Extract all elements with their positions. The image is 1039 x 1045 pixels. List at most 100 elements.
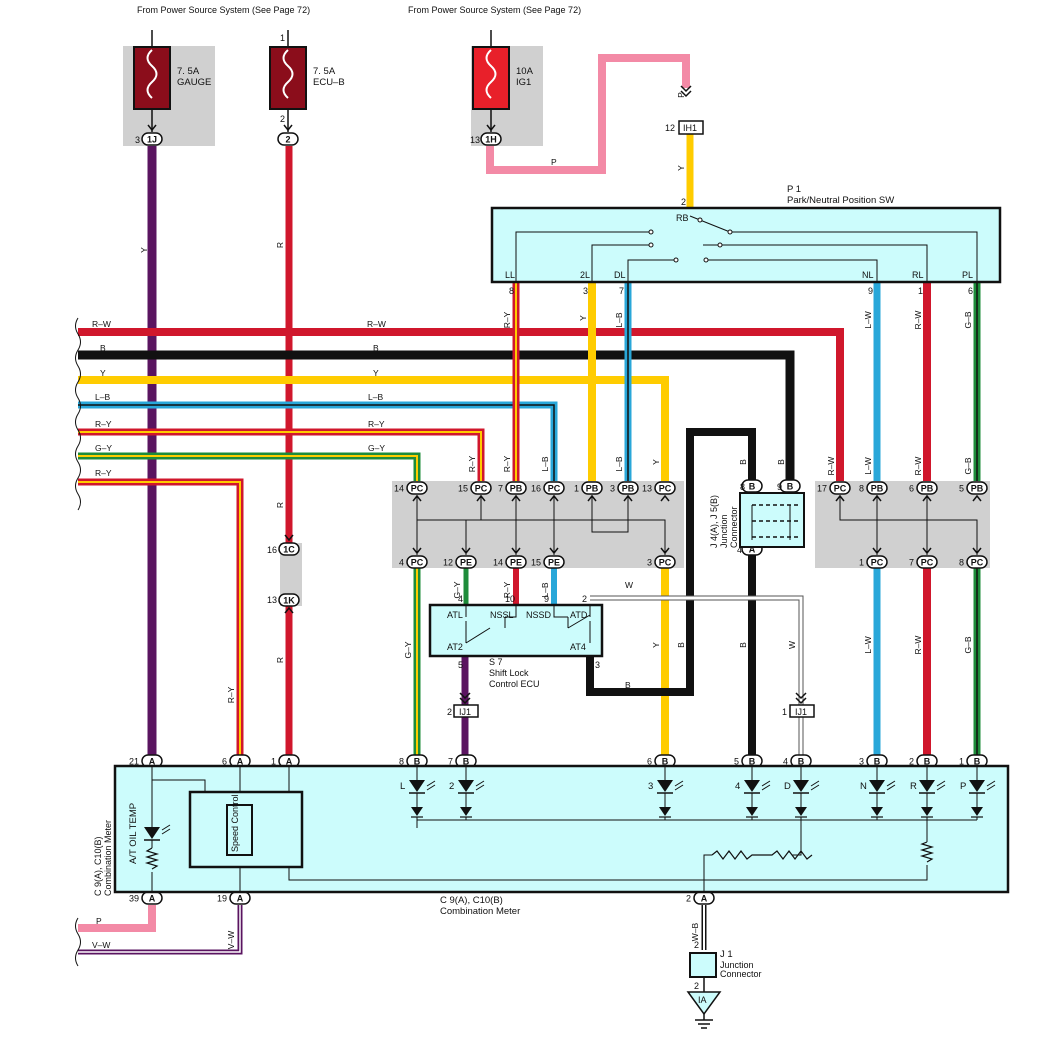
junction-left-top-6-tag: PC bbox=[659, 484, 672, 494]
junction-left-bottom-3-tag: PE bbox=[548, 558, 560, 568]
p1-term-rl: RL bbox=[912, 270, 924, 280]
harness-label-b: B bbox=[100, 343, 106, 353]
ih1-pin: 12 bbox=[665, 123, 675, 133]
j1-junction-connector: 2 2 J 1 Junction Connector IA bbox=[686, 940, 762, 1029]
arrow-down-icon bbox=[922, 547, 932, 555]
led-light-icon bbox=[475, 780, 485, 791]
gear-led-0: L bbox=[400, 766, 436, 820]
arrow-up-icon bbox=[587, 494, 597, 502]
wire-gy-h-stripe bbox=[78, 455, 418, 484]
ground-triangle bbox=[686, 991, 722, 1016]
bottom-wire-label-0: P bbox=[96, 916, 102, 926]
ground-ia: IA bbox=[698, 995, 707, 1005]
gear-led-2: 3 bbox=[648, 766, 684, 820]
p1-pin-in: 2 bbox=[681, 197, 686, 207]
arrow-up-icon bbox=[922, 494, 932, 502]
junction-right-bottom-0-tag: PC bbox=[871, 558, 884, 568]
s7-term-at4: AT4 bbox=[570, 642, 586, 652]
meter-top-pin-0-pin: 21 bbox=[129, 757, 139, 767]
junction-left-panel bbox=[392, 481, 684, 568]
vertical-wire-label-23: R–Y bbox=[502, 581, 512, 598]
led-light-icon bbox=[810, 780, 820, 791]
arrow-up-icon bbox=[835, 494, 845, 502]
wire-labels: R–W B Y L–B R–Y G–Y R–Y R–W B Y L–B R–Y … bbox=[92, 157, 557, 478]
fuse-ig1-pin: 13 bbox=[470, 135, 480, 145]
led-light-icon bbox=[936, 780, 946, 791]
led-light-icon bbox=[761, 780, 771, 791]
vertical-wire-label-28: B bbox=[738, 642, 748, 648]
meter-bottom-pin-0-tag: A bbox=[149, 894, 156, 904]
vertical-wire-label-27: B bbox=[676, 642, 686, 648]
led-light-icon bbox=[886, 780, 896, 791]
s7-wire-b: B bbox=[625, 680, 631, 690]
meter-top-pin-7-pin: 4 bbox=[783, 757, 788, 767]
connector-1h: 1H bbox=[480, 124, 502, 146]
meter-top-pin-8: B3 bbox=[859, 754, 888, 768]
p1-term-dl: DL bbox=[614, 270, 626, 280]
meter-top-pin-4: B7 bbox=[448, 754, 477, 768]
gear-led-7: P bbox=[960, 766, 996, 820]
meter-bottom-pin-1: A19 bbox=[217, 891, 251, 905]
wire-p-bottom bbox=[78, 905, 156, 932]
vertical-wire-label-17: Y bbox=[651, 459, 661, 465]
s7-term-nssd: NSSD bbox=[526, 610, 552, 620]
vertical-wire-label-32: L–W bbox=[863, 636, 873, 653]
junction-right-bottom-0-pin: 1 bbox=[859, 558, 864, 568]
junction-right-bottom-1-pin: 7 bbox=[909, 558, 914, 568]
s7-name2: Control ECU bbox=[489, 679, 540, 689]
vertical-wire-label-10: L–W bbox=[863, 311, 873, 328]
meter-top-pin-9: B2 bbox=[909, 754, 938, 768]
meter-top-pin-7-tag: B bbox=[798, 757, 805, 767]
diode-icon bbox=[971, 807, 983, 816]
junction-right-top-3-tag: PB bbox=[971, 484, 984, 494]
meter-top-pin-8-pin: 3 bbox=[859, 757, 864, 767]
harness-label-rw: R–W bbox=[92, 319, 111, 329]
harness-mid-ry: R–Y bbox=[368, 419, 385, 429]
s7-pin-at4: 3 bbox=[595, 660, 600, 670]
vertical-wire-label-14: R–Y bbox=[502, 455, 512, 472]
connector-ih1: IH1 12 bbox=[665, 85, 704, 135]
arrow-up-icon bbox=[549, 494, 559, 502]
oil-temp-label: A/T OIL TEMP bbox=[128, 803, 139, 864]
speed-control-chip bbox=[226, 804, 253, 856]
power-source-label-right: From Power Source System (See Page 72) bbox=[408, 5, 581, 15]
meter-top-pin-5-tag: B bbox=[662, 757, 669, 767]
arrow-up-icon bbox=[623, 494, 633, 502]
junction-left-bottom-4: PC3 bbox=[647, 547, 676, 569]
arrow-down-icon bbox=[872, 547, 882, 555]
junction-left-top-1-pin: 15 bbox=[458, 484, 468, 494]
led-icon bbox=[409, 780, 425, 792]
junction-right-panel bbox=[815, 481, 990, 568]
meter-top-pin-4-pin: 7 bbox=[448, 757, 453, 767]
connector-1k-tag: 1K bbox=[283, 596, 295, 606]
oil-temp-led bbox=[144, 827, 160, 839]
arrow-down-icon bbox=[972, 547, 982, 555]
s7-term-atl: ATL bbox=[447, 610, 463, 620]
harness-mid-y: Y bbox=[373, 368, 379, 378]
arrow-down-icon bbox=[549, 547, 559, 555]
harness-label-ry: R–Y bbox=[95, 419, 112, 429]
ic-pin: 16 bbox=[267, 545, 277, 555]
p1-ref: P 1 bbox=[787, 184, 801, 195]
fuse-ecu-name: ECU–B bbox=[313, 77, 345, 88]
junction-right-top-3-pin: 5 bbox=[959, 484, 964, 494]
diode-icon bbox=[795, 807, 807, 816]
connector-ij1-left: IJ1 2 bbox=[447, 692, 479, 718]
harness-label-y: Y bbox=[100, 368, 106, 378]
led-icon bbox=[458, 780, 474, 792]
fuse-icon bbox=[146, 49, 158, 99]
wires bbox=[78, 54, 981, 955]
junction-right-bottom-0: PC 1 bbox=[859, 547, 888, 569]
meter-top-pin-10-pin: 1 bbox=[959, 757, 964, 767]
fuse-gauge: 7. 5A GAUGE 3 bbox=[133, 30, 211, 145]
s7-term-nssl: NSSL bbox=[490, 610, 514, 620]
arrow-down-icon bbox=[147, 124, 157, 132]
fuse-ig1-name: IG1 bbox=[516, 77, 531, 88]
gear-led-5: N bbox=[860, 766, 896, 820]
junction-ic-panel bbox=[280, 543, 302, 606]
vertical-wire-label-2: R bbox=[275, 502, 285, 508]
connector-1h-tag: 1H bbox=[485, 135, 497, 145]
fuse-icon bbox=[485, 49, 497, 99]
